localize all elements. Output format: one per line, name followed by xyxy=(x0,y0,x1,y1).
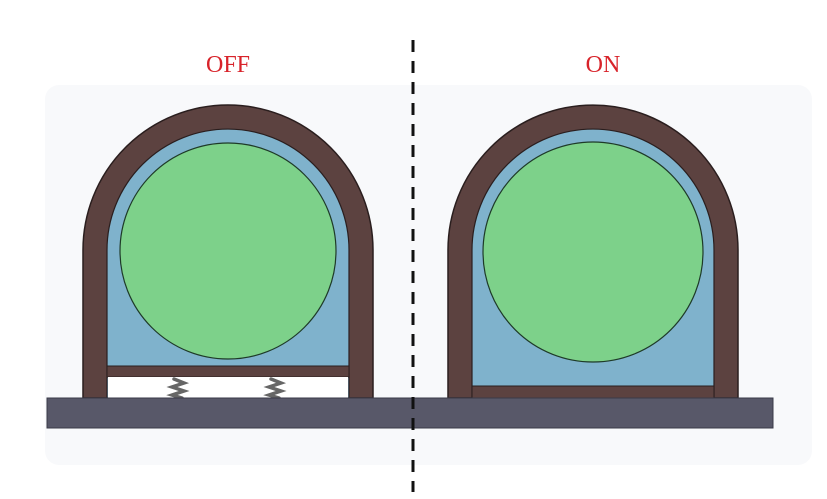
off-device xyxy=(82,104,374,400)
on-plate xyxy=(471,385,715,399)
off-plate xyxy=(106,365,350,378)
spring-right xyxy=(263,377,287,400)
off-sphere xyxy=(119,142,337,360)
base-plate xyxy=(46,397,774,429)
on-device xyxy=(447,104,739,399)
spring-left xyxy=(166,377,190,400)
off-label: OFF xyxy=(205,52,251,78)
on-label: ON xyxy=(585,52,621,78)
off-gap xyxy=(108,377,348,398)
on-sphere xyxy=(482,141,704,363)
